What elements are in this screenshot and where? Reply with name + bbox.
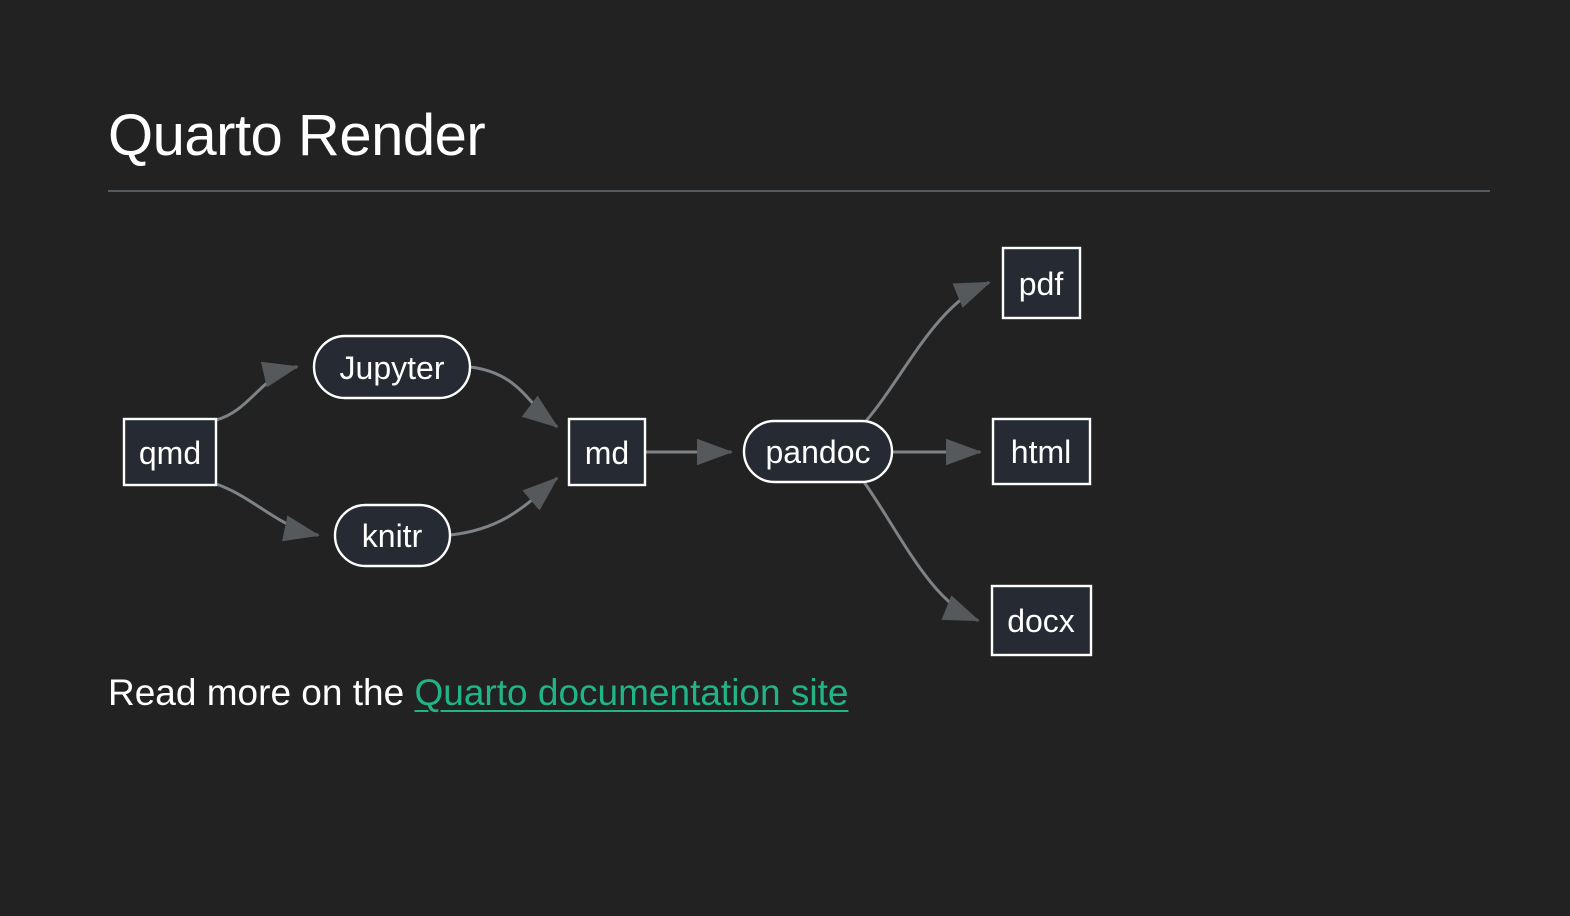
node-group: qmd Jupyter knitr md pandoc bbox=[122, 246, 1093, 657]
edge-qmd-to-jupyter bbox=[214, 361, 299, 422]
node-pandoc-label: pandoc bbox=[766, 434, 871, 470]
node-pdf-label: pdf bbox=[1019, 266, 1064, 302]
footer-paragraph: Read more on the Quarto documentation si… bbox=[108, 672, 848, 714]
title-divider bbox=[108, 190, 1490, 192]
node-knitr-label: knitr bbox=[362, 518, 423, 554]
edge-pandoc-to-docx bbox=[862, 480, 980, 622]
node-qmd-label: qmd bbox=[139, 435, 201, 471]
node-qmd[interactable]: qmd bbox=[122, 417, 218, 487]
node-html-label: html bbox=[1011, 434, 1071, 470]
node-md-label: md bbox=[585, 435, 629, 471]
node-md[interactable]: md bbox=[567, 417, 647, 487]
edge-pandoc-to-pdf bbox=[864, 281, 991, 423]
node-html[interactable]: html bbox=[991, 417, 1092, 486]
edge-qmd-to-knitr bbox=[214, 482, 320, 542]
edge-jupyter-to-md bbox=[468, 365, 559, 428]
node-docx[interactable]: docx bbox=[990, 584, 1093, 657]
node-pandoc[interactable]: pandoc bbox=[742, 419, 894, 484]
node-jupyter[interactable]: Jupyter bbox=[312, 334, 472, 400]
node-jupyter-label: Jupyter bbox=[340, 350, 445, 386]
edge-group bbox=[214, 281, 991, 622]
edge-knitr-to-md bbox=[448, 477, 559, 537]
page-title: Quarto Render bbox=[108, 103, 486, 168]
node-pdf[interactable]: pdf bbox=[1001, 246, 1082, 320]
flowchart-svg: qmd Jupyter knitr md pandoc bbox=[122, 246, 1093, 657]
quarto-render-flowchart: qmd Jupyter knitr md pandoc bbox=[0, 215, 1570, 665]
quarto-documentation-link[interactable]: Quarto documentation site bbox=[414, 672, 849, 713]
node-docx-label: docx bbox=[1007, 603, 1075, 639]
node-knitr[interactable]: knitr bbox=[333, 503, 452, 568]
footer-lead-text: Read more on the bbox=[108, 672, 415, 713]
